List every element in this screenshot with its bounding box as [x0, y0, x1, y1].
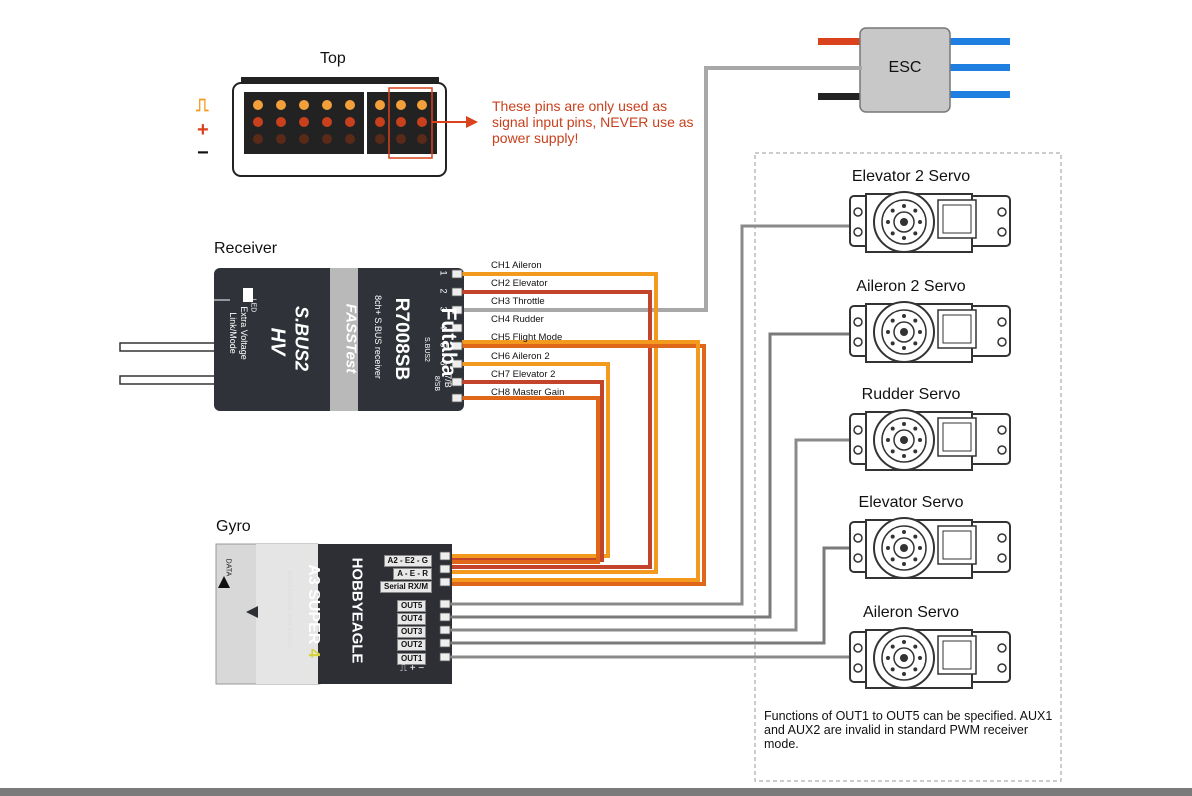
- gyro-model-wrap: A3 SUPER 4: [304, 556, 322, 666]
- channel-label: CH2 Elevator: [491, 278, 548, 289]
- top-pin-view: [232, 77, 478, 177]
- minus-symbol: −: [197, 142, 209, 164]
- servo-icon: [849, 301, 1011, 363]
- gyro-model-num: 4: [305, 648, 322, 658]
- receiver-subtitle: 8ch+ S.BUS receiver: [373, 295, 383, 379]
- receiver-pins: [451, 269, 463, 403]
- receiver-pin-number: 4: [438, 324, 449, 330]
- receiver-pin-number: 3: [438, 306, 449, 312]
- extra-voltage-label: Extra Voltage: [239, 306, 249, 360]
- gyro-data-label: DATA: [224, 558, 232, 577]
- receiver-wires: [448, 272, 706, 586]
- chevron-left-icon: [246, 606, 258, 618]
- pin-grid: [253, 100, 427, 144]
- led-label: LED: [249, 298, 257, 313]
- gyro-input-port: A - E - R: [393, 568, 432, 580]
- bottom-bar: [0, 788, 1192, 796]
- receiver-pin-number: 1: [438, 270, 449, 276]
- gyro-model: A3 SUPER: [305, 564, 322, 645]
- gyro-pin-legend: ⎍ + −: [400, 663, 425, 674]
- receiver-hv: HV: [266, 327, 289, 356]
- servo-icon: [849, 409, 1011, 471]
- channel-label: CH1 Aileron: [491, 260, 542, 271]
- receiver-label-panel: Futaba R7008SB 8ch+ S.BUS receiver FASST…: [214, 268, 464, 411]
- servo-title: Elevator Servo: [858, 494, 964, 511]
- gyro-output-port: OUT4: [397, 613, 427, 625]
- receiver-pin-number: 6: [438, 360, 449, 366]
- gyro-output-port: OUT1: [397, 653, 427, 665]
- servo-title: Aileron 2 Servo: [856, 278, 966, 295]
- port-sbus2: S.BUS2: [422, 337, 430, 362]
- receiver-pin-number: 5: [438, 342, 449, 348]
- port-8sb: 8/SB: [433, 375, 441, 392]
- gyro-output-port: OUT5: [397, 600, 427, 612]
- channel-label: CH4 Rudder: [491, 314, 544, 325]
- channel-label: CH5 Flight Mode: [491, 332, 563, 343]
- receiver-model: R7008SB: [391, 297, 412, 381]
- gyro-output-port: OUT3: [397, 626, 427, 638]
- channel-label: CH7 Elevator 2: [491, 369, 556, 380]
- servo-icon: [849, 191, 1011, 253]
- top-title: Top: [320, 50, 346, 67]
- receiver-fasst: FASSTest: [342, 303, 360, 374]
- gyro-subtitle: 6-Axis Airplane Gyro System: [286, 570, 292, 648]
- servo-icon: [849, 517, 1011, 579]
- footer-note: Functions of OUT1 to OUT5 can be specifi…: [764, 709, 1053, 751]
- servo-icon: [849, 627, 1011, 689]
- receiver-pin-number: 2: [438, 288, 449, 294]
- gyro-brand: HOBBYEAGLE: [348, 557, 366, 664]
- servo-shapes: [849, 191, 1011, 689]
- plus-symbol: +: [197, 119, 209, 141]
- receiver-title: Receiver: [214, 240, 278, 257]
- gyro-input-port: Serial RX/M: [379, 581, 432, 593]
- servo-title: Rudder Servo: [861, 386, 961, 403]
- receiver-sbus2: S.BUS2: [291, 305, 312, 372]
- servo-group-box: [754, 152, 1062, 782]
- signal-pin-warning: These pins are only used as signal input…: [492, 98, 694, 146]
- receiver-pin-number: 7/B: [442, 374, 453, 388]
- gyro-output-wires: [448, 224, 850, 659]
- link-mode-label: Link/Mode: [228, 312, 238, 354]
- receiver-unit: [119, 268, 464, 411]
- arrow-right-icon: [466, 116, 478, 128]
- channel-label: CH8 Master Gain: [491, 387, 565, 398]
- esc-label: ESC: [888, 59, 922, 76]
- channel-label: CH3 Throttle: [491, 296, 545, 307]
- signal-symbol: ⎍: [196, 95, 209, 115]
- servo-title: Aileron Servo: [862, 604, 960, 621]
- gyro-input-port: A2 - E2 - G: [383, 555, 432, 567]
- channel-label: CH6 Aileron 2: [491, 351, 550, 362]
- gyro-out-pins: [439, 551, 451, 662]
- esc-unit: [462, 27, 1010, 312]
- gyro-output-port: OUT2: [397, 639, 427, 651]
- gyro-title: Gyro: [216, 518, 251, 535]
- servo-title: Elevator 2 Servo: [851, 168, 971, 185]
